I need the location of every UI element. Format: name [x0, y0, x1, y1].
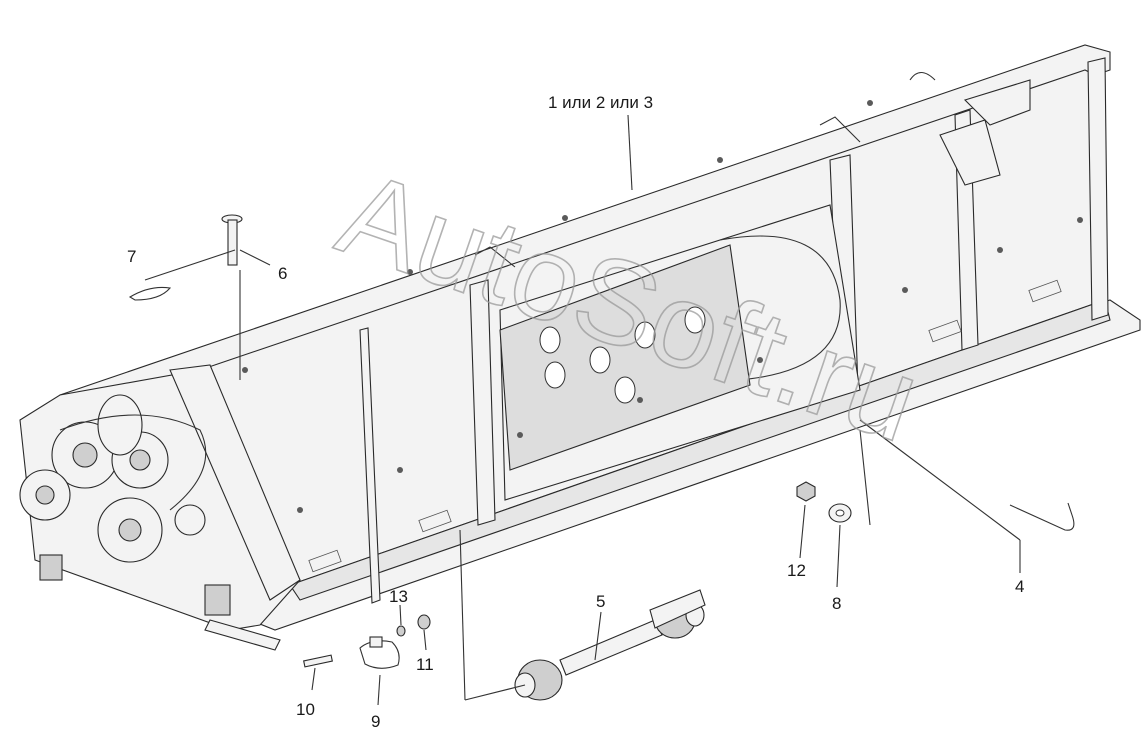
pull-rod-drawing: [359, 327, 381, 604]
label-part-12: 12: [787, 561, 806, 580]
label-part-13: 13: [389, 587, 408, 606]
label-part-6: 6: [278, 264, 287, 283]
part-6-pin: [221, 214, 243, 266]
part-12-nut: [796, 481, 816, 502]
label-main-part: 1 или 2 или 3: [548, 93, 653, 112]
part-9-clamp: [359, 636, 400, 669]
part-13-washer: [396, 625, 406, 637]
drive-assembly-drawing: [19, 364, 301, 651]
part-7-clip: [128, 286, 172, 301]
label-part-5: 5: [596, 592, 605, 611]
header-frame-drawing: [59, 44, 1141, 631]
part-8-washer: [828, 503, 852, 523]
part-11-nut: [417, 614, 431, 630]
part-10-bolt: [303, 654, 333, 668]
label-part-11: 11: [416, 655, 434, 674]
callout-labels: 1 или 2 или 3 4 5 6 7 8 9 10 11 12 13: [127, 93, 1024, 731]
part-4-hook-rod: [1009, 502, 1075, 531]
leader-lines: [144, 114, 1021, 706]
label-part-4: 4: [1015, 577, 1024, 596]
label-part-7: 7: [127, 247, 136, 266]
label-part-10: 10: [296, 700, 315, 719]
label-part-9: 9: [371, 712, 380, 731]
part-5-driveshaft: [514, 589, 706, 701]
label-part-8: 8: [832, 594, 841, 613]
